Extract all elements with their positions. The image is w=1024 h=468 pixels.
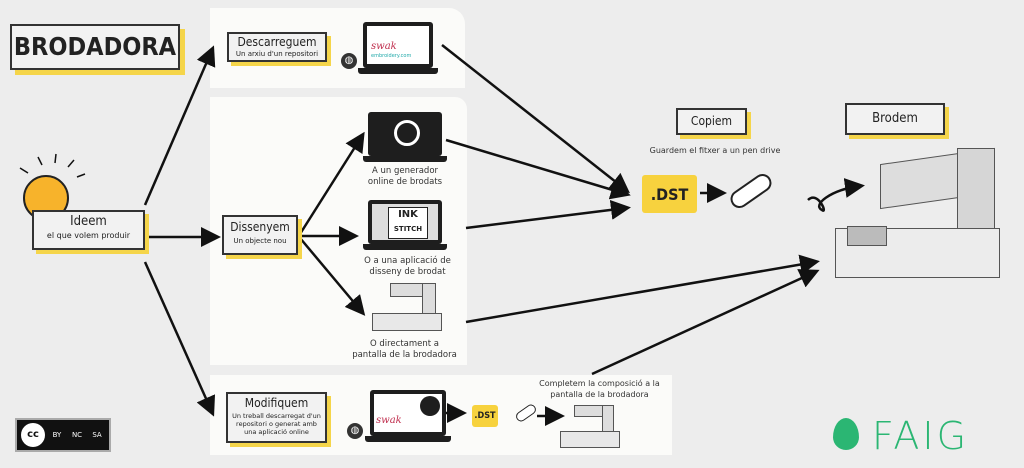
arrow-inkstitch-to-dst [465, 199, 631, 230]
download-subtitle: Un arxiu d'un repositori [235, 50, 319, 58]
inkstitch-bottom: STITCH [393, 225, 423, 233]
sewing-machine-large [835, 147, 1005, 280]
embroider-title: Brodem [872, 111, 918, 126]
dst-file-icon-small: .DST [472, 405, 498, 427]
title-box: BRODADORA [10, 24, 180, 70]
arrow-to-modify [143, 261, 216, 417]
download-title: Descarreguem [237, 35, 317, 49]
modify-subtitle: Un treball descarregat d'un repositori o… [232, 412, 321, 436]
modify-title: Modifiquem [244, 396, 309, 410]
embroider-box: Brodem [845, 103, 945, 135]
inkstitch-logo: INK STITCH [388, 207, 428, 239]
arrow-to-machine [299, 237, 366, 316]
idea-subtitle: el que volem produir [46, 231, 131, 240]
idea-box: Ideem el que volem produir [32, 210, 145, 250]
idea-rays [19, 153, 86, 178]
design-subtitle: Un objecte nou [233, 237, 287, 245]
dst-file-icon: .DST [642, 175, 697, 213]
faig-leaf-icon [833, 418, 859, 450]
option-inkstitch: O a una aplicació de disseny de brodat [364, 256, 451, 277]
page-title: BRODADORA [13, 32, 177, 61]
by-icon: BY [52, 431, 62, 439]
dst-label: .DST [650, 185, 689, 204]
modify-box: Modifiquem Un treball descarregat d'un r… [226, 392, 327, 443]
arrow-machine-to-embroider [465, 254, 820, 324]
design-box: Dissenyem Un objecte nou [222, 215, 298, 255]
arrow-usb-to-embroider [807, 178, 865, 212]
option-generator: A un generador online de brodats [367, 166, 443, 187]
modify-note: Completem la composició a la pantalla de… [539, 379, 660, 399]
turtle-logo-icon [420, 396, 440, 416]
faig-logo: FAIG [872, 414, 970, 458]
arrow-generator-to-dst [445, 138, 631, 200]
copy-box: Copiem [676, 108, 747, 135]
laptop-inkstitch: INK STITCH [363, 200, 447, 250]
design-title: Dissenyem [230, 220, 290, 234]
download-box: Descarreguem Un arxiu d'un repositori [227, 32, 327, 62]
sewing-machine-small [560, 405, 620, 450]
option-machine: O directament a pantalla de la brodadora [352, 339, 457, 360]
turtle-logo-icon [394, 120, 420, 146]
laptop-generator [363, 112, 447, 162]
arrow-modify-to-embroider [591, 269, 820, 376]
copy-title: Copiem [690, 114, 733, 128]
cc-license-badge: cc BY NC SA [15, 418, 111, 452]
arrow-to-download [143, 45, 216, 206]
copy-subtitle: Guardem el fitxer a un pen drive [649, 146, 781, 155]
laptop-modify: swak [365, 390, 451, 442]
nc-icon: NC [71, 431, 83, 439]
globe-icon: ◍ [347, 423, 363, 439]
arrow-download-to-dst [441, 44, 630, 194]
idea-title: Ideem [70, 214, 107, 229]
swak-logo-sub: embroidery.com [371, 53, 412, 59]
cc-icon: cc [21, 423, 45, 447]
sewing-machine-small [372, 283, 442, 333]
inkstitch-top: INK [398, 209, 418, 220]
sa-icon: SA [92, 431, 102, 439]
swak-logo: swak [371, 41, 397, 52]
arrow-to-generator [298, 131, 365, 235]
dst-label-small: .DST [474, 411, 496, 421]
globe-icon: ◍ [341, 53, 357, 69]
swak-logo: swak [376, 415, 402, 426]
